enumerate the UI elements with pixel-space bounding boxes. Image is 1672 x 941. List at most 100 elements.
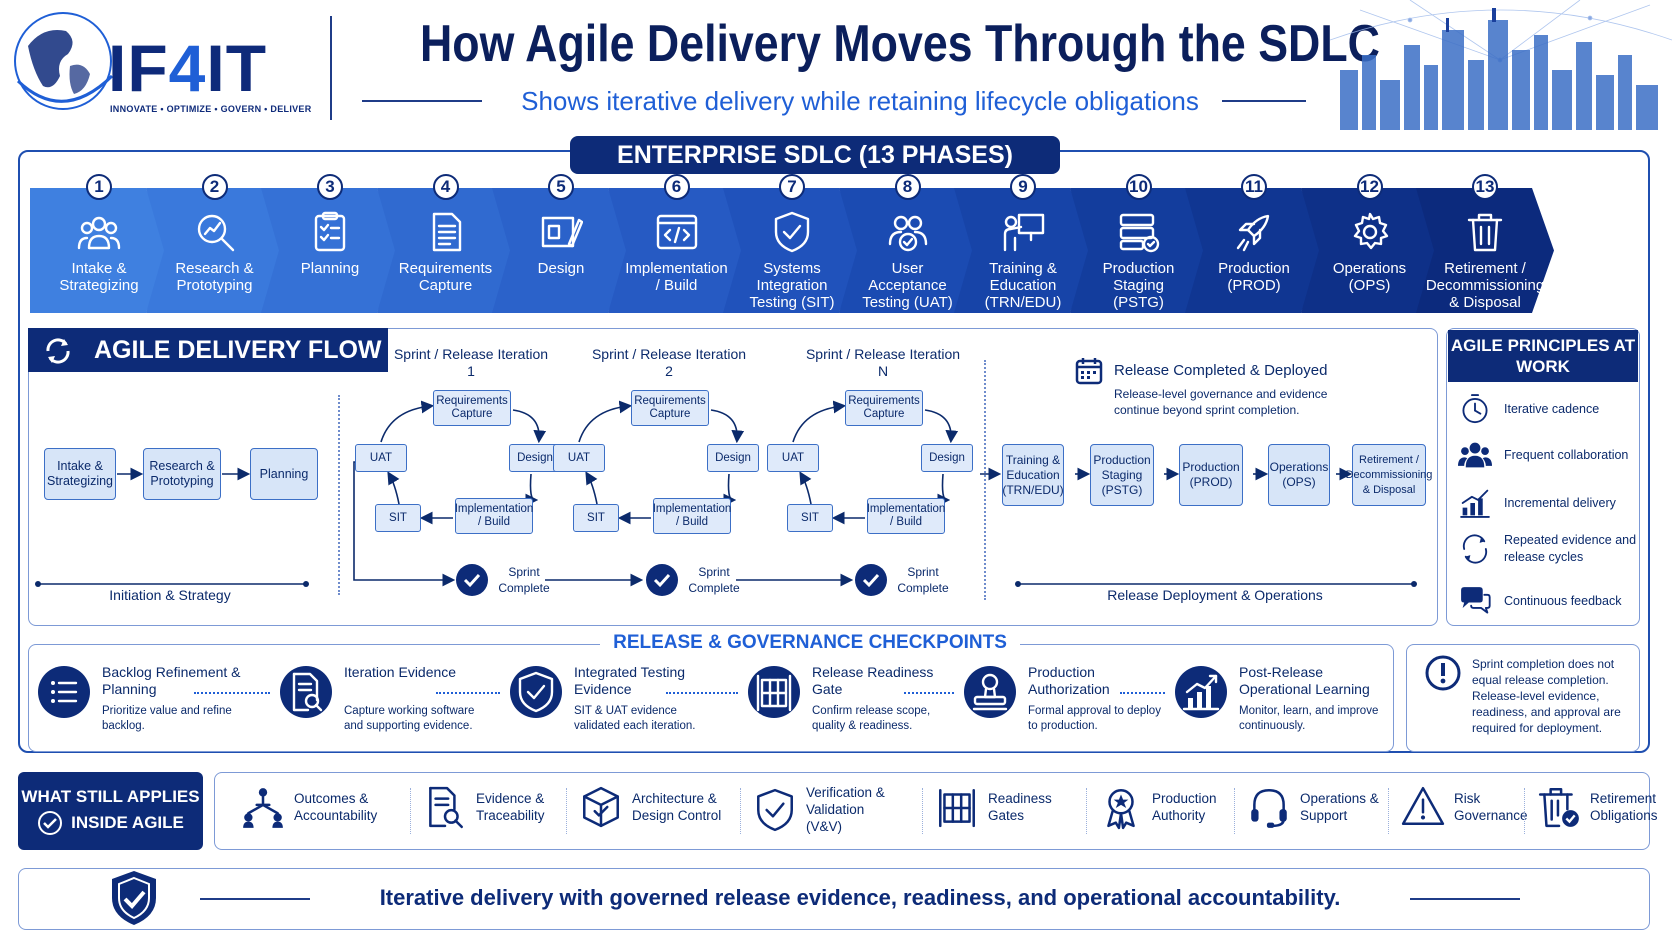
headset-icon bbox=[1251, 789, 1287, 828]
release-deployment-label: Release Deployment & Operations bbox=[1107, 587, 1323, 603]
chat-bubbles-icon bbox=[1461, 587, 1491, 614]
still-applies-row bbox=[214, 772, 1650, 850]
item-separator bbox=[922, 788, 923, 834]
phase-label: Retirement / Decommissioning & Disposal bbox=[1425, 260, 1545, 311]
release-box-training: Training & Education (TRN/EDU) bbox=[1002, 444, 1064, 506]
still-applies-label: Readiness Gates bbox=[988, 791, 1052, 823]
flow-box-research: Research & Prototyping bbox=[143, 448, 221, 500]
checkpoint-connector bbox=[904, 692, 954, 694]
network-people-icon bbox=[243, 788, 283, 828]
release-box-operations: Operations (OPS) bbox=[1268, 444, 1330, 506]
principle-label: Incremental delivery bbox=[1504, 495, 1616, 510]
phase-label: Operations (OPS) bbox=[1332, 260, 1407, 294]
gear-icon bbox=[1353, 212, 1388, 250]
cycle-step-implementation: Implementation / Build bbox=[653, 498, 731, 534]
phase-label: Requirements Capture bbox=[398, 260, 493, 294]
iteration-title: Sprint / Release Iteration 1 bbox=[393, 346, 549, 379]
sdlc-banner: ENTERPRISE SDLC (13 PHASES) bbox=[570, 136, 1060, 174]
flow-box-intake: Intake & Strategizing bbox=[44, 448, 116, 500]
phase-label: Training & Education (TRN/EDU) bbox=[984, 260, 1062, 311]
still-applies-label: Outcomes & Accountability bbox=[294, 791, 378, 823]
checkpoint-title: Release Readiness Gate bbox=[812, 664, 934, 697]
iteration-title: Sprint / Release Iteration 2 bbox=[591, 346, 747, 379]
release-completed-desc: Release-level governance and evidence co… bbox=[1114, 387, 1328, 417]
phase-label: Production (PROD) bbox=[1218, 260, 1290, 294]
checkpoint-desc: Capture working software and supporting … bbox=[344, 705, 475, 732]
item-separator bbox=[740, 788, 741, 834]
cycle-step-design: Design bbox=[707, 444, 759, 472]
cycle-step-requirements: Requirements Capture bbox=[631, 390, 709, 426]
still-applies-title-a: WHAT STILL APPLIES bbox=[21, 787, 200, 806]
governance-note: Sprint completion does not equal release… bbox=[1472, 657, 1621, 735]
still-applies-item: Operations & Support bbox=[1246, 784, 1396, 830]
flow-box-planning: Planning bbox=[250, 448, 318, 500]
agile-principles-title: AGILE PRINCIPLES AT WORK bbox=[1448, 330, 1638, 382]
brand-logo: IF4IT bbox=[108, 31, 268, 105]
presenter-board-icon bbox=[1003, 213, 1045, 252]
checkpoint-connector bbox=[436, 692, 500, 694]
document-lines-icon bbox=[432, 212, 461, 252]
checkpoint-desc: Confirm release scope, quality & readine… bbox=[812, 705, 931, 732]
brand-tagline: INNOVATE • OPTIMIZE • GOVERN • DELIVER bbox=[110, 104, 312, 114]
checkpoint-title: Post-Release Operational Learning bbox=[1239, 664, 1370, 697]
cycle-step-requirements: Requirements Capture bbox=[433, 390, 511, 426]
check-circle-icon bbox=[456, 564, 488, 596]
agile-principles-panel bbox=[1446, 328, 1640, 626]
trash-icon bbox=[1467, 213, 1503, 252]
footer-rule-right bbox=[1410, 898, 1520, 900]
calendar-icon bbox=[1075, 358, 1103, 385]
phase-label: Planning bbox=[300, 260, 360, 277]
still-applies-item: Readiness Gates bbox=[934, 784, 1084, 830]
item-separator bbox=[410, 788, 411, 834]
cycle-step-sit: SIT bbox=[375, 504, 421, 532]
phase-label: Research & Prototyping bbox=[175, 260, 254, 294]
phase-number: 9 bbox=[1010, 174, 1036, 200]
flow-divider-left bbox=[338, 395, 340, 595]
checkpoint-icon-circle bbox=[1175, 666, 1227, 718]
principle-item: Frequent collaboration bbox=[1458, 438, 1638, 472]
phase-number: 10 bbox=[1125, 174, 1152, 200]
phase-number: 12 bbox=[1356, 174, 1383, 200]
checkpoint-icon-circle bbox=[38, 666, 90, 718]
footer-rule-left bbox=[200, 898, 310, 900]
checkpoint-desc: Monitor, learn, and improve continuously… bbox=[1239, 705, 1379, 732]
item-separator bbox=[1234, 788, 1235, 834]
phase-number: 4 bbox=[432, 174, 459, 200]
checkpoint-desc: Prioritize value and refine backlog. bbox=[102, 705, 232, 732]
phase-number: 13 bbox=[1472, 174, 1498, 200]
initiation-label: Initiation & Strategy bbox=[109, 587, 231, 603]
blueprint-pencil-icon bbox=[541, 216, 584, 248]
principle-item: Repeated evidence and release cycles bbox=[1458, 532, 1638, 566]
document-magnifier-icon bbox=[429, 786, 463, 829]
checkpoint-icon-circle bbox=[748, 666, 800, 718]
still-applies-label: Verification & Validation (V&V) bbox=[806, 785, 885, 834]
principle-item: Continuous feedback bbox=[1458, 584, 1638, 618]
shield-check-icon bbox=[774, 211, 810, 253]
phase-number: 6 bbox=[663, 174, 690, 200]
phase-label: User Acceptance Testing (UAT) bbox=[862, 260, 953, 311]
phase-label: Systems Integration Testing (SIT) bbox=[749, 260, 835, 311]
server-check-icon bbox=[1119, 213, 1159, 253]
subtitle-rule-left bbox=[362, 100, 482, 102]
sprint-complete-label: Sprint Complete bbox=[688, 565, 740, 595]
still-applies-title: WHAT STILL APPLIES INSIDE AGILE bbox=[18, 772, 203, 850]
principle-item: Iterative cadence bbox=[1458, 392, 1638, 426]
governance-title: RELEASE & GOVERNANCE CHECKPOINTS bbox=[600, 632, 1020, 654]
cycle-step-implementation: Implementation / Build bbox=[455, 498, 533, 534]
chevron-shape bbox=[30, 188, 168, 313]
phase-number: 11 bbox=[1241, 174, 1267, 200]
item-separator bbox=[1524, 788, 1525, 834]
checkpoint-connector bbox=[194, 692, 270, 694]
info-alert-icon bbox=[1425, 655, 1461, 691]
chevron-shape bbox=[492, 188, 630, 313]
shield-check-icon bbox=[757, 788, 793, 831]
cycle-step-requirements: Requirements Capture bbox=[845, 390, 923, 426]
still-applies-item: Verification & Validation (V&V) bbox=[752, 784, 902, 835]
